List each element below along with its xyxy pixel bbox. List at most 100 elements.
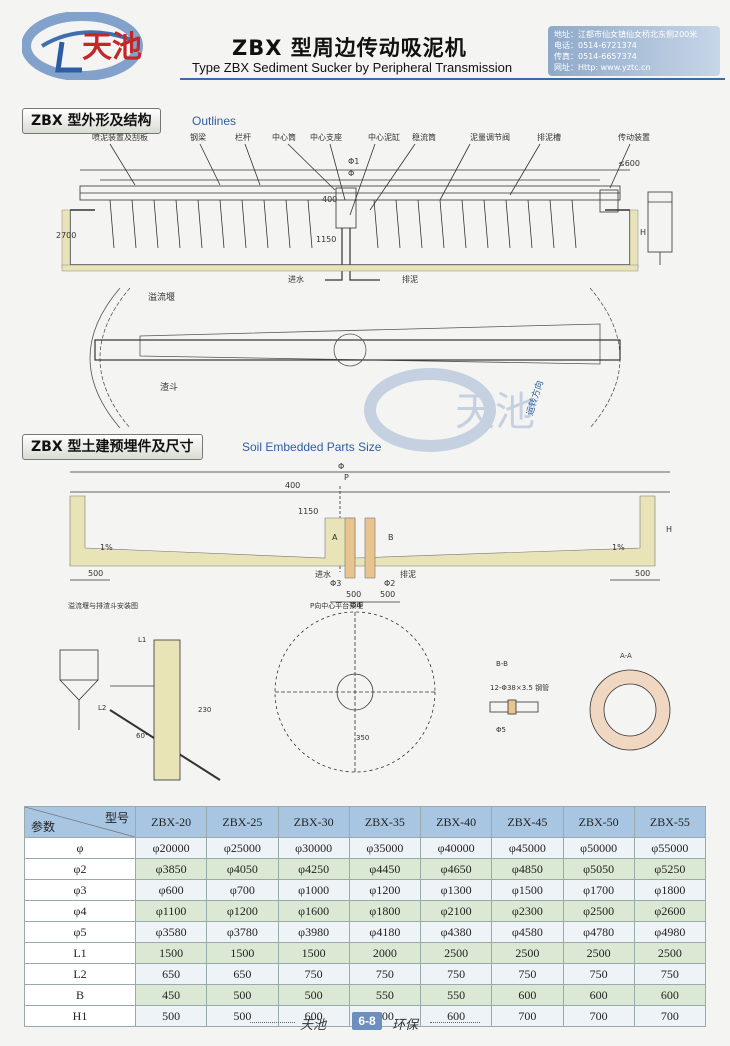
header-rule <box>180 78 725 80</box>
civil-slope-right: 1% <box>612 543 625 552</box>
table-cell: φ1500 <box>491 879 564 901</box>
detail-title-center: P向中心平台预埋 <box>310 601 363 610</box>
row-label: H1 <box>24 1005 136 1027</box>
table-cell: 600 <box>491 984 564 1006</box>
civil-dim-phi: Φ <box>338 462 344 471</box>
table-cell: 550 <box>348 984 422 1006</box>
dim-600: ≤600 <box>618 159 640 168</box>
detail-title-weir: 溢流堰与排渣斗安装图 <box>68 601 138 610</box>
table-cell: 600 <box>419 1005 493 1027</box>
table-cell: φ4180 <box>348 921 422 943</box>
contact-box: 地址：江都市仙女镇仙女桥北东侧200米 电话：0514-6721374 传真：0… <box>548 26 720 76</box>
page-header: 天池 ZBX 型周边传动吸泥机 Type ZBX Sediment Sucker… <box>0 0 730 92</box>
civil-slope-left: 1% <box>100 543 113 552</box>
col-header: ZBX-55 <box>633 806 707 838</box>
col-header: ZBX-35 <box>348 806 422 838</box>
page-footer: 天池 6-8 环保 <box>0 1010 730 1034</box>
table-cell: φ3780 <box>206 921 279 943</box>
row-label: φ <box>24 837 136 859</box>
footer-dots-left <box>250 1022 295 1023</box>
table-cell: 750 <box>491 963 564 985</box>
header-model: 型号 <box>104 811 129 825</box>
outline-label-sludge-trough: 排泥槽 <box>537 132 561 142</box>
page-subtitle: Type ZBX Sediment Sucker by Peripheral T… <box>192 60 513 75</box>
table-cell: 500 <box>277 984 350 1006</box>
scraper-blade <box>263 199 269 249</box>
contact-fax: 传真：0514-6657374 <box>554 52 637 61</box>
row-label: B <box>24 984 136 1006</box>
detail-angle: 60° <box>136 732 148 740</box>
scraper-blade <box>505 199 511 249</box>
civil-dim-h: H <box>666 525 672 534</box>
table-cell: 1500 <box>206 942 279 964</box>
parameter-table: 型号 参数 ZBX-20 ZBX-25 ZBX-30 ZBX-35 ZBX-40… <box>24 806 707 1027</box>
table-cell: φ2300 <box>491 900 564 922</box>
table-cell: φ1700 <box>562 879 635 901</box>
scraper-blade <box>241 199 247 249</box>
civil-dim-phi4: Φ4 <box>350 601 361 610</box>
page-title: ZBX 型周边传动吸泥机 <box>232 36 467 60</box>
table-cell: φ4050 <box>206 858 279 880</box>
table-cell: φ1100 <box>134 900 208 922</box>
table-cell: φ20000 <box>134 837 208 859</box>
table-cell: φ4850 <box>491 858 564 880</box>
outline-label-center-drum: 中心筒 <box>272 132 296 142</box>
row-label: L1 <box>24 942 136 964</box>
page-number: 6-8 <box>352 1012 382 1030</box>
scraper-blade <box>417 199 423 249</box>
row-label: L2 <box>24 963 136 985</box>
contact-phone: 电话：0514-6721374 <box>554 41 637 50</box>
scraper-blade <box>153 199 159 249</box>
table-cell: φ4450 <box>348 858 422 880</box>
table-cell: 2500 <box>562 942 635 964</box>
table-cell: φ1800 <box>633 879 707 901</box>
table-cell: φ25000 <box>206 837 279 859</box>
table-cell: φ40000 <box>419 837 493 859</box>
scraper-blade <box>549 199 555 249</box>
corner-diagonal <box>25 807 135 837</box>
tianchi-logo <box>22 12 143 80</box>
scraper-blade <box>131 199 137 249</box>
civil-dim-phi3: Φ3 <box>330 579 341 588</box>
dim-phi1: Φ1 <box>348 157 359 166</box>
detail-350: 350 <box>356 734 369 742</box>
table-cell: 500 <box>206 1005 279 1027</box>
outline-label-rail: 栏杆 <box>235 132 251 142</box>
footer-left-text: 天池 <box>300 1018 327 1033</box>
dim-h: H <box>640 228 646 237</box>
civil-outlet: 排泥 <box>400 569 416 579</box>
table-cell: φ4650 <box>419 858 493 880</box>
table-cell: φ5050 <box>562 858 635 880</box>
table-header-row: 型号 参数 ZBX-20 ZBX-25 ZBX-30 ZBX-35 ZBX-40… <box>24 806 707 838</box>
table-cell: 650 <box>206 963 279 985</box>
table-cell: φ5250 <box>633 858 707 880</box>
section-title-en: Outlines <box>192 114 237 128</box>
col-header: ZBX-20 <box>134 806 208 838</box>
table-cell: φ1000 <box>277 879 350 901</box>
outline-elevation-drawing: 喷泥装置及刮板 钢梁 栏杆 中心筒 中心支座 中心泥缸 稳流筒 泥量调节阀 排泥… <box>56 132 673 284</box>
scraper-blade <box>527 199 533 249</box>
table-cell: φ3850 <box>134 858 208 880</box>
table-cell: φ4380 <box>419 921 493 943</box>
civil-dim-500-left: 500 <box>88 569 103 578</box>
table-cell: 650 <box>134 963 208 985</box>
col-header: ZBX-25 <box>206 806 279 838</box>
scraper-blade <box>571 199 577 249</box>
outline-label-beam: 钢梁 <box>190 132 206 142</box>
table-cell: 700 <box>491 1005 564 1027</box>
svg-text:天池: 天池 <box>455 389 535 435</box>
col-header: ZBX-30 <box>277 806 350 838</box>
dim-400: 400 <box>322 195 337 204</box>
dim-2700: 2700 <box>56 231 76 240</box>
footer-dots-right <box>430 1022 480 1023</box>
header-param: 参数 <box>31 820 56 834</box>
table-cell: 500 <box>134 1005 208 1027</box>
col-header: ZBX-40 <box>419 806 493 838</box>
table-cell: 750 <box>633 963 707 985</box>
table-cell: 700 <box>633 1005 707 1027</box>
